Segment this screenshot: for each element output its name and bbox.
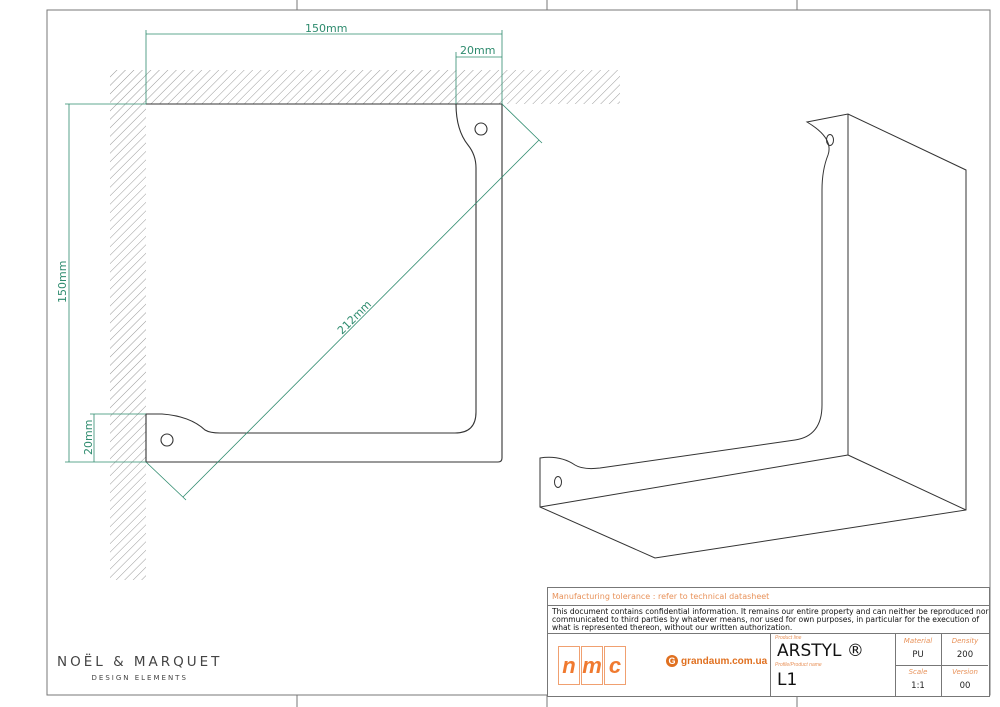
material-cell: Material PU: [895, 634, 942, 666]
mounting-hole-bottom: [160, 433, 174, 447]
scale-cell: Scale 1:1: [895, 665, 942, 696]
brand-tagline: DESIGN ELEMENTS: [91, 674, 188, 682]
density-value: 200: [956, 650, 974, 660]
brand-name: NOËL & MARQUET: [57, 654, 223, 670]
logo-letter: c: [604, 646, 626, 685]
logo-letter: n: [558, 646, 580, 685]
dim-flange-left: 20mm: [82, 420, 95, 455]
isometric-view-bracket: [539, 113, 967, 559]
version-value: 00: [959, 681, 971, 691]
title-block: Manufacturing tolerance : refer to techn…: [547, 587, 990, 697]
tolerance-note: Manufacturing tolerance : refer to techn…: [548, 588, 989, 606]
website-text: grandaum.com.ua: [681, 655, 768, 667]
scale-value: 1:1: [911, 681, 925, 691]
confidentiality-note: This document contains confidential info…: [548, 606, 989, 634]
logo-letter: m: [581, 646, 603, 685]
density-cell: Density 200: [942, 634, 988, 666]
density-label: Density: [951, 637, 979, 645]
product-name: L1: [777, 670, 798, 690]
scale-label: Scale: [908, 668, 928, 676]
wall-hatching: [110, 70, 620, 580]
dim-flange-top: 20mm: [460, 44, 495, 57]
dim-width-overall: 150mm: [305, 22, 347, 35]
version-label: Version: [952, 668, 978, 676]
product-name-label: Profile/Product name: [775, 662, 822, 668]
version-cell: Version 00: [942, 665, 988, 696]
mounting-hole-top: [474, 122, 488, 136]
iso-hole-bottom: [554, 476, 562, 488]
sheet-frame: [46, 0, 991, 707]
material-value: PU: [912, 650, 924, 660]
dim-height-overall: 150mm: [56, 261, 69, 303]
dimension-lines: [65, 30, 543, 501]
product-info: Product line ARSTYL ® Profile/Product na…: [770, 634, 896, 696]
website-link[interactable]: G grandaum.com.ua: [666, 655, 767, 667]
grandaum-logo-icon: G: [666, 655, 678, 667]
brand-logo: NOËL & MARQUET DESIGN ELEMENTS: [57, 654, 222, 682]
iso-hole-top: [826, 134, 834, 146]
product-line-label: Product line: [775, 635, 802, 641]
nmc-logo: n m c: [558, 646, 626, 685]
front-view-bracket: [145, 103, 503, 463]
material-label: Material: [903, 637, 933, 645]
product-line: ARSTYL ®: [777, 641, 864, 661]
dim-diagonal: 212mm: [335, 298, 374, 337]
